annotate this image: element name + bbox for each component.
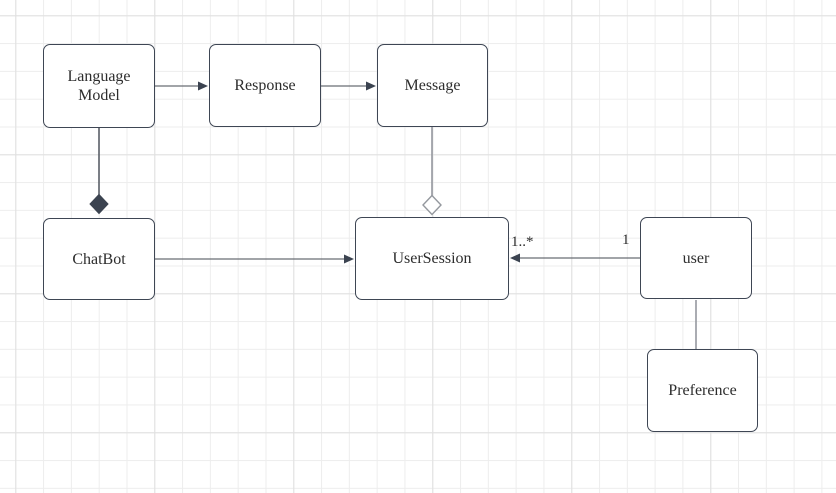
node-response[interactable]: Response	[209, 44, 321, 127]
composition-diamond-icon	[89, 193, 109, 215]
node-label-response: Response	[234, 77, 296, 94]
node-label-user: user	[682, 249, 710, 267]
edge-language-model-to-chatbot[interactable]	[89, 128, 109, 215]
node-label-preference: Preference	[668, 382, 737, 399]
arrowhead-icon	[366, 81, 376, 91]
edge-user-to-usersession[interactable]	[510, 253, 640, 263]
edge-language-model-to-response[interactable]	[155, 81, 208, 91]
node-language-model[interactable]: Language Model	[43, 44, 155, 128]
arrowhead-icon	[510, 253, 520, 263]
node-message[interactable]: Message	[377, 44, 488, 127]
arrowhead-icon	[198, 81, 208, 91]
node-label-language-model: Language Model	[67, 68, 131, 104]
arrowhead-icon	[344, 254, 354, 264]
node-usersession[interactable]: UserSession	[355, 217, 509, 300]
aggregation-diamond-icon	[422, 194, 442, 216]
edge-message-to-usersession[interactable]	[422, 127, 442, 216]
node-label-message: Message	[404, 77, 461, 94]
multiplicity-label[interactable]: 1..*	[511, 234, 534, 250]
node-label-chatbot: ChatBot	[72, 250, 126, 268]
node-label-usersession: UserSession	[392, 250, 472, 267]
node-user[interactable]: user	[640, 217, 752, 299]
node-chatbot[interactable]: ChatBot	[43, 218, 155, 300]
node-preference[interactable]: Preference	[647, 349, 758, 432]
multiplicity-label[interactable]: 1	[622, 232, 630, 248]
edge-chatbot-to-usersession[interactable]	[155, 254, 354, 264]
edge-response-to-message[interactable]	[321, 81, 376, 91]
